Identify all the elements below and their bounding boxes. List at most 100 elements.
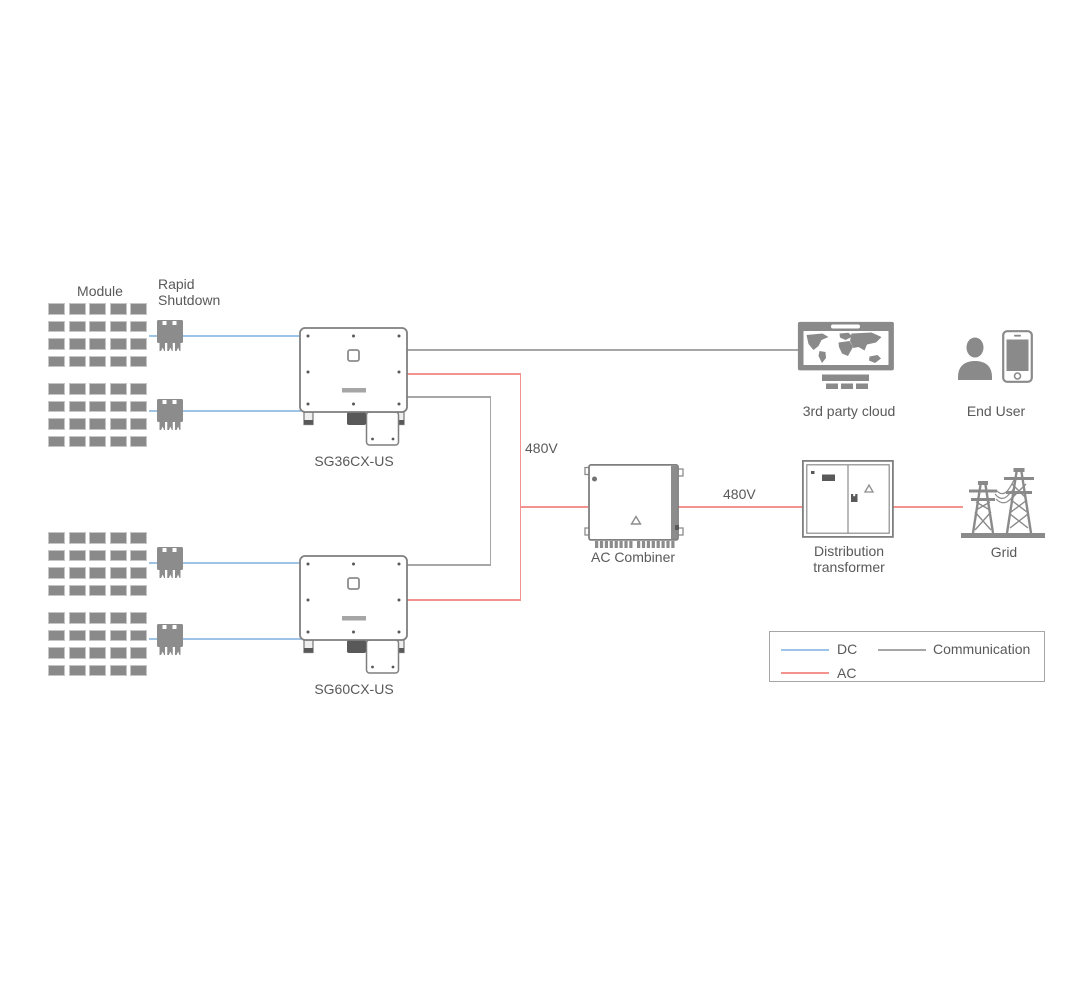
user-icon [958,337,992,380]
legend-dc-swatch [781,649,829,651]
module-cell [109,355,127,367]
ac-line [892,506,963,508]
module-cell [89,338,106,350]
module-cell [89,612,106,624]
voltage-label-1: 480V [525,440,558,456]
module-cell [48,584,65,596]
module-cell [109,418,127,430]
module-cell [130,418,147,430]
module-cell [89,664,106,676]
smartphone-icon [1002,330,1033,383]
legend-ac-swatch [781,672,829,674]
rapid-shutdown-icon [157,547,183,578]
module-cell [48,338,65,350]
module-label: Module [77,283,123,299]
module-cell [130,664,147,676]
module-cell [130,400,147,412]
module-cell [68,612,86,624]
communication-line [407,396,491,398]
module-cell [130,338,147,350]
legend-ac-label: AC [837,665,857,681]
module-grid [48,383,147,447]
voltage-label-2: 480V [723,486,756,502]
dc-line [149,562,301,564]
module-cell [48,383,65,395]
module-grid [48,612,147,676]
module-cell [109,383,127,395]
module-cell [68,647,86,659]
communication-line [489,396,491,565]
module-cell [130,320,147,332]
module-cell [48,647,65,659]
module-cell [109,567,127,579]
module-cell [68,435,86,447]
module-cell [89,418,106,430]
module-cell [89,647,106,659]
dc-line [149,410,301,412]
module-cell [48,400,65,412]
module-cell [89,303,106,315]
ac-line [407,599,521,601]
ac-line [520,506,588,508]
module-cell [68,383,86,395]
legend-dc-label: DC [837,641,858,657]
module-cell [48,532,65,544]
ac-line [676,506,803,508]
module-grid [48,532,147,596]
module-cell [48,612,65,624]
communication-line [407,349,799,351]
distribution-transformer-icon [802,460,894,538]
module-cell [130,629,147,641]
inverter-sg36cx-icon [299,327,408,446]
module-cell [130,435,147,447]
module-cell [68,320,86,332]
module-cell [130,532,147,544]
ac-line [407,373,521,375]
module-cell [130,303,147,315]
module-cell [130,612,147,624]
module-cell [68,303,86,315]
module-cell [89,320,106,332]
module-cell [109,338,127,350]
module-cell [48,664,65,676]
module-cell [109,584,127,596]
dc-line [149,335,301,337]
module-cell [130,567,147,579]
module-cell [109,532,127,544]
inverter-sg60cx-icon [299,555,408,674]
module-cell [130,383,147,395]
module-cell [109,549,127,561]
module-cell [109,435,127,447]
module-cell [68,532,86,544]
module-cell [68,355,86,367]
legend-communication-swatch [878,649,926,651]
inverter-1-label: SG36CX-US [314,453,394,469]
ac-combiner-label: AC Combiner [590,549,676,565]
grid-icon [961,468,1045,538]
module-cell [89,629,106,641]
module-cell [130,584,147,596]
legend-communication-label: Communication [933,641,1031,657]
rapid-shutdown-icon [157,320,183,351]
module-cell [68,418,86,430]
module-cell [68,584,86,596]
module-cell [109,647,127,659]
module-cell [89,400,106,412]
module-cell [89,355,106,367]
module-cell [109,400,127,412]
rapid-shutdown-label: Rapid Shutdown [158,276,221,308]
module-cell [109,629,127,641]
module-cell [68,664,86,676]
module-cell [48,355,65,367]
rapid-shutdown-icon [157,624,183,655]
module-cell [109,303,127,315]
module-cell [68,338,86,350]
third-party-cloud-icon [797,321,894,389]
module-cell [130,549,147,561]
rapid-shutdown-icon [157,399,183,430]
module-cell [68,629,86,641]
module-cell [48,418,65,430]
dc-line [149,638,301,640]
module-cell [89,567,106,579]
